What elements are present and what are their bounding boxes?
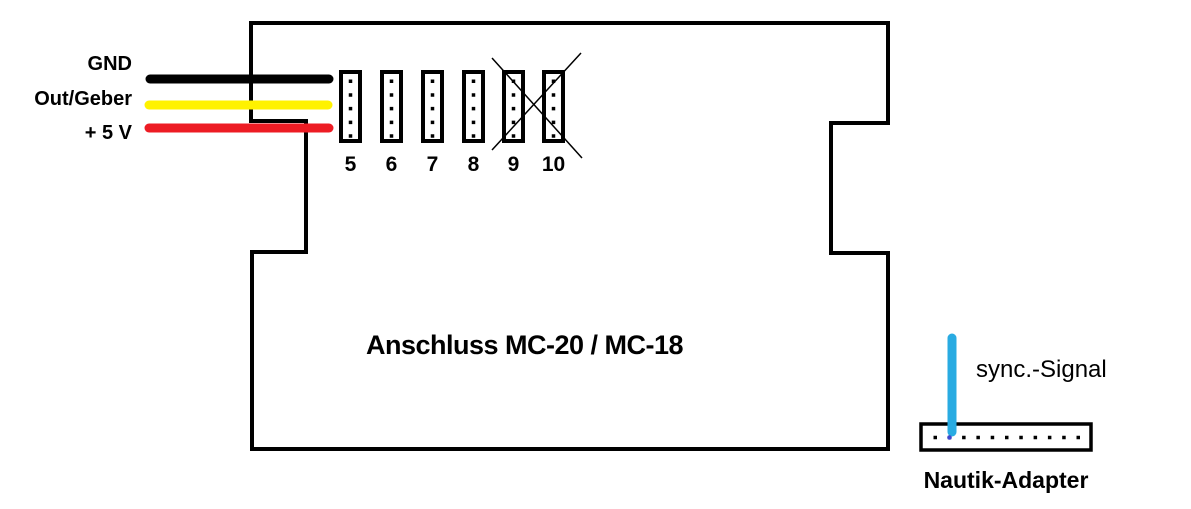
connector-5: [339, 70, 362, 143]
device-title: Anschluss MC-20 / MC-18: [366, 330, 684, 360]
sync-signal-label: sync.-Signal: [976, 356, 1107, 383]
connector-bank: [339, 52, 583, 159]
connector-8-label: 8: [467, 153, 480, 176]
connector-9-label: 9: [507, 153, 520, 176]
cross-out-line-descending: [491, 57, 583, 159]
sync-pin-dot: [947, 435, 952, 440]
connector-6: [380, 70, 403, 143]
connector-8: [462, 70, 485, 143]
connector-7: [421, 70, 444, 143]
connector-5-label: 5: [344, 153, 357, 176]
out-geber-wire-label: Out/Geber: [34, 88, 132, 110]
connector-7-label: 7: [426, 153, 439, 176]
gnd-wire-label: GND: [87, 53, 132, 75]
connector-6-label: 6: [385, 153, 398, 176]
connector-10-label: 10: [541, 153, 566, 176]
cross-out-line-ascending: [491, 52, 582, 151]
connector-9: [502, 70, 525, 143]
nautik-adapter-label: Nautik-Adapter: [923, 467, 1089, 493]
plus-5v-wire-label: + 5 V: [84, 122, 132, 144]
device-outline: [249, 21, 890, 451]
